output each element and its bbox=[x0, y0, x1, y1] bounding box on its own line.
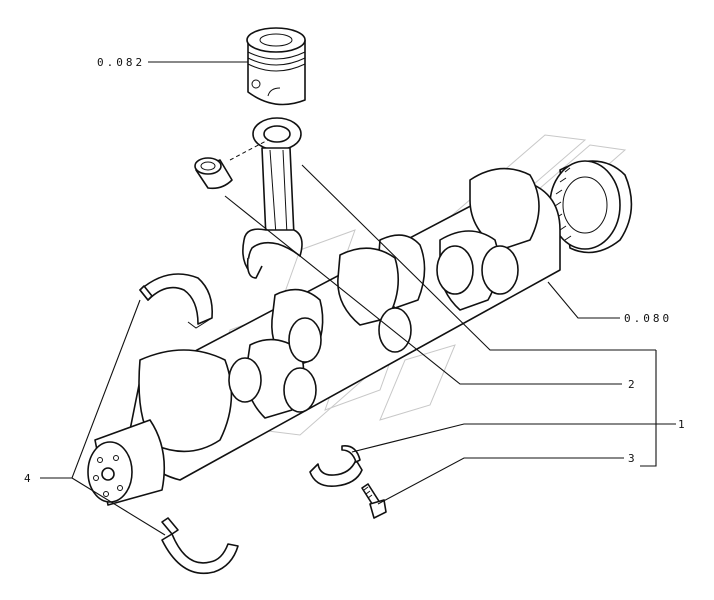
callout-piston-ref: 0.082 bbox=[97, 56, 145, 69]
cap-bolt bbox=[361, 483, 387, 519]
piston bbox=[246, 27, 306, 106]
callout-gear-ref: 0.080 bbox=[624, 312, 672, 325]
rod-bearing-cap bbox=[309, 444, 363, 488]
leader-lines bbox=[40, 61, 676, 536]
callout-item-3: 3 bbox=[628, 452, 638, 465]
callout-item-4: 4 bbox=[24, 472, 34, 485]
small-end-bushing bbox=[194, 157, 233, 190]
upper-bearing-shell bbox=[139, 273, 214, 329]
callout-item-2: 2 bbox=[628, 378, 638, 391]
lower-bearing-shell bbox=[161, 517, 239, 574]
rod-axis-line bbox=[229, 139, 269, 161]
callout-item-1: 1 bbox=[678, 418, 688, 431]
connecting-rod bbox=[242, 117, 303, 279]
crankshaft bbox=[87, 160, 633, 506]
